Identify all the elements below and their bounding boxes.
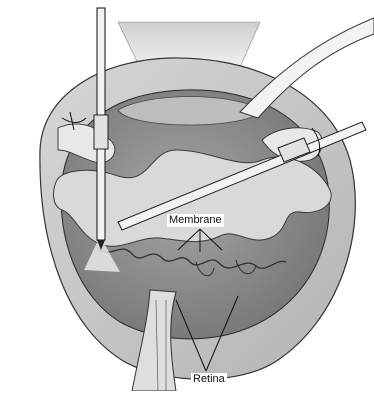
retina-label: Retina xyxy=(191,373,227,386)
membrane-label: Membrane xyxy=(167,214,224,227)
vertical-instrument-sleeve xyxy=(94,115,108,149)
